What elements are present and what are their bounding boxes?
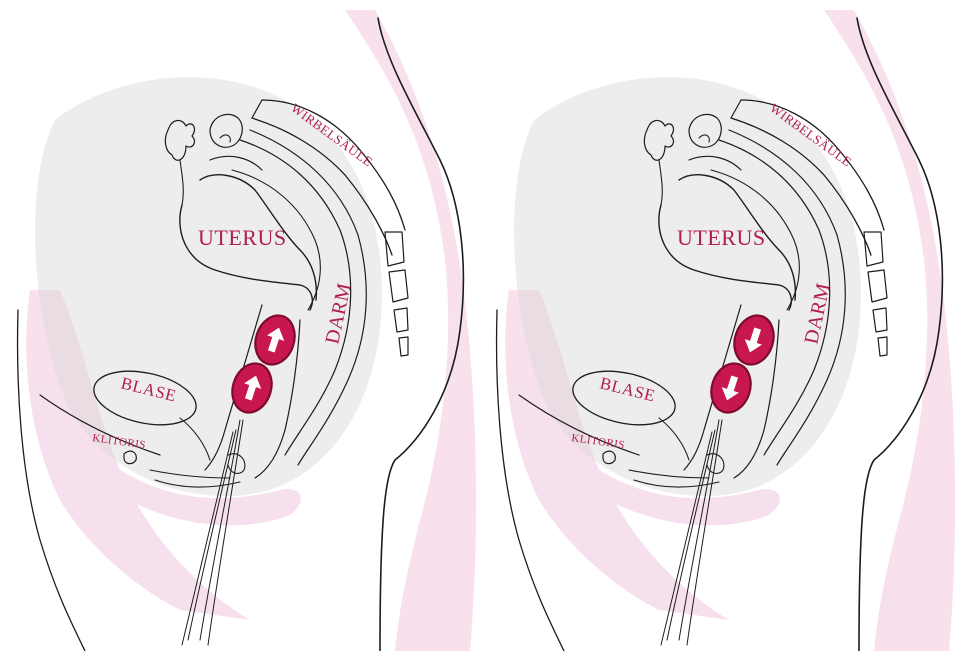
label-uterus: UTERUS	[198, 225, 287, 250]
pelvis-panel-right: WIRBELSÄULE UTERUS DARM BLASE KLITORIS	[479, 0, 958, 651]
pelvis-panel-left: WIRBELSÄULE UTERUS DARM BLASE KLITORIS	[0, 0, 479, 651]
pelvis-sagittal-illustration: WIRBELSÄULE UTERUS DARM BLASE KLITORIS	[479, 0, 958, 651]
pelvis-sagittal-illustration: WIRBELSÄULE UTERUS DARM BLASE KLITORIS	[0, 0, 479, 651]
label-uterus: UTERUS	[677, 225, 766, 250]
